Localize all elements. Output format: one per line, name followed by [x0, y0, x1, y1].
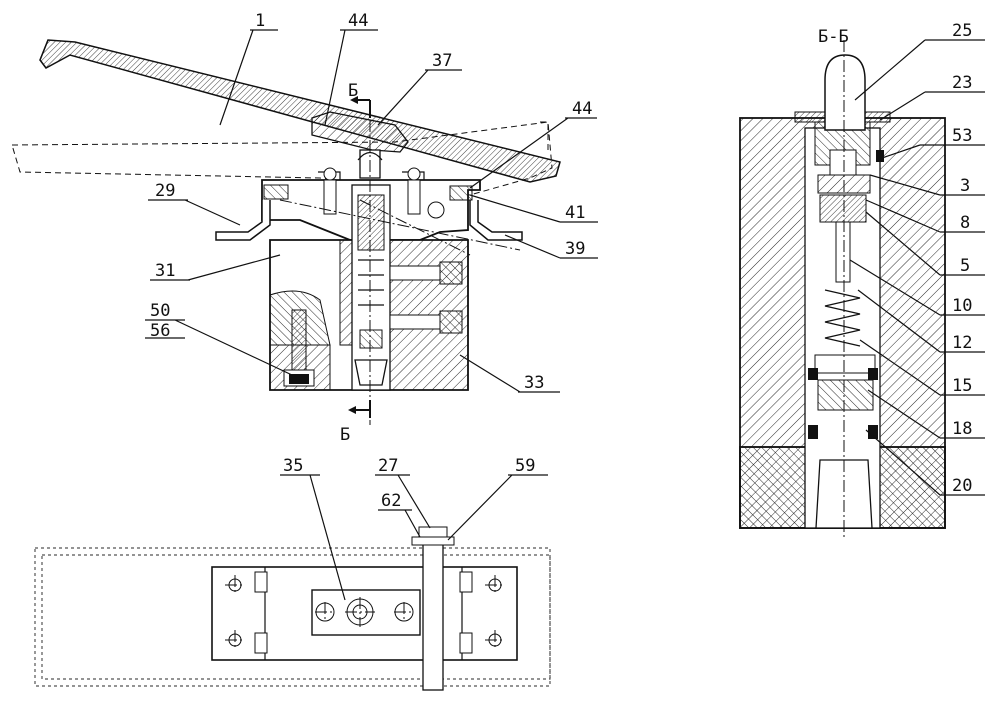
callout-50: 50: [150, 301, 170, 321]
callout-59: 59: [515, 456, 535, 476]
push-button: [824, 54, 866, 131]
callout-33: 33: [524, 373, 544, 393]
callout-56: 56: [150, 321, 170, 341]
section-marker-bottom: Б: [340, 425, 350, 445]
callout-1: 1: [255, 11, 265, 31]
callout-20: 20: [952, 476, 972, 496]
callout-41: 41: [565, 203, 585, 223]
callout-23: 23: [952, 73, 972, 93]
callout-37: 37: [432, 51, 452, 71]
pedal-alt-position: [11, 121, 553, 196]
callout-27: 27: [378, 456, 398, 476]
callout-44-top: 44: [348, 11, 368, 31]
front-view-callouts: 1 44 37 44 29 41 39 31 50 56 33: [145, 11, 598, 393]
callout-5: 5: [960, 256, 970, 276]
callout-3: 3: [960, 176, 970, 196]
callout-10: 10: [952, 296, 972, 316]
callout-12: 12: [952, 333, 972, 353]
section-marker-top: Б: [348, 81, 358, 101]
callout-31: 31: [155, 261, 175, 281]
front-view: Б Б: [11, 39, 561, 445]
plan-view: [34, 526, 551, 691]
callout-39: 39: [565, 239, 585, 259]
section-title: Б-Б: [818, 27, 849, 47]
callout-15: 15: [952, 376, 972, 396]
callout-18: 18: [952, 419, 972, 439]
callout-62: 62: [381, 491, 401, 511]
pedal-bracket: [311, 111, 409, 153]
callout-44-right: 44: [572, 99, 592, 119]
callout-8: 8: [960, 213, 970, 233]
pedal-plate: [39, 39, 561, 183]
callout-53: 53: [952, 126, 972, 146]
callout-29: 29: [155, 181, 175, 201]
callout-25: 25: [952, 21, 972, 41]
section-view: Б-Б: [739, 27, 946, 540]
section-view-callouts: 25 23 53 3 8 5 10 12 15 18 20: [849, 21, 985, 496]
plan-view-callouts: 35 27 59 62: [280, 456, 548, 601]
callout-35: 35: [283, 456, 303, 476]
